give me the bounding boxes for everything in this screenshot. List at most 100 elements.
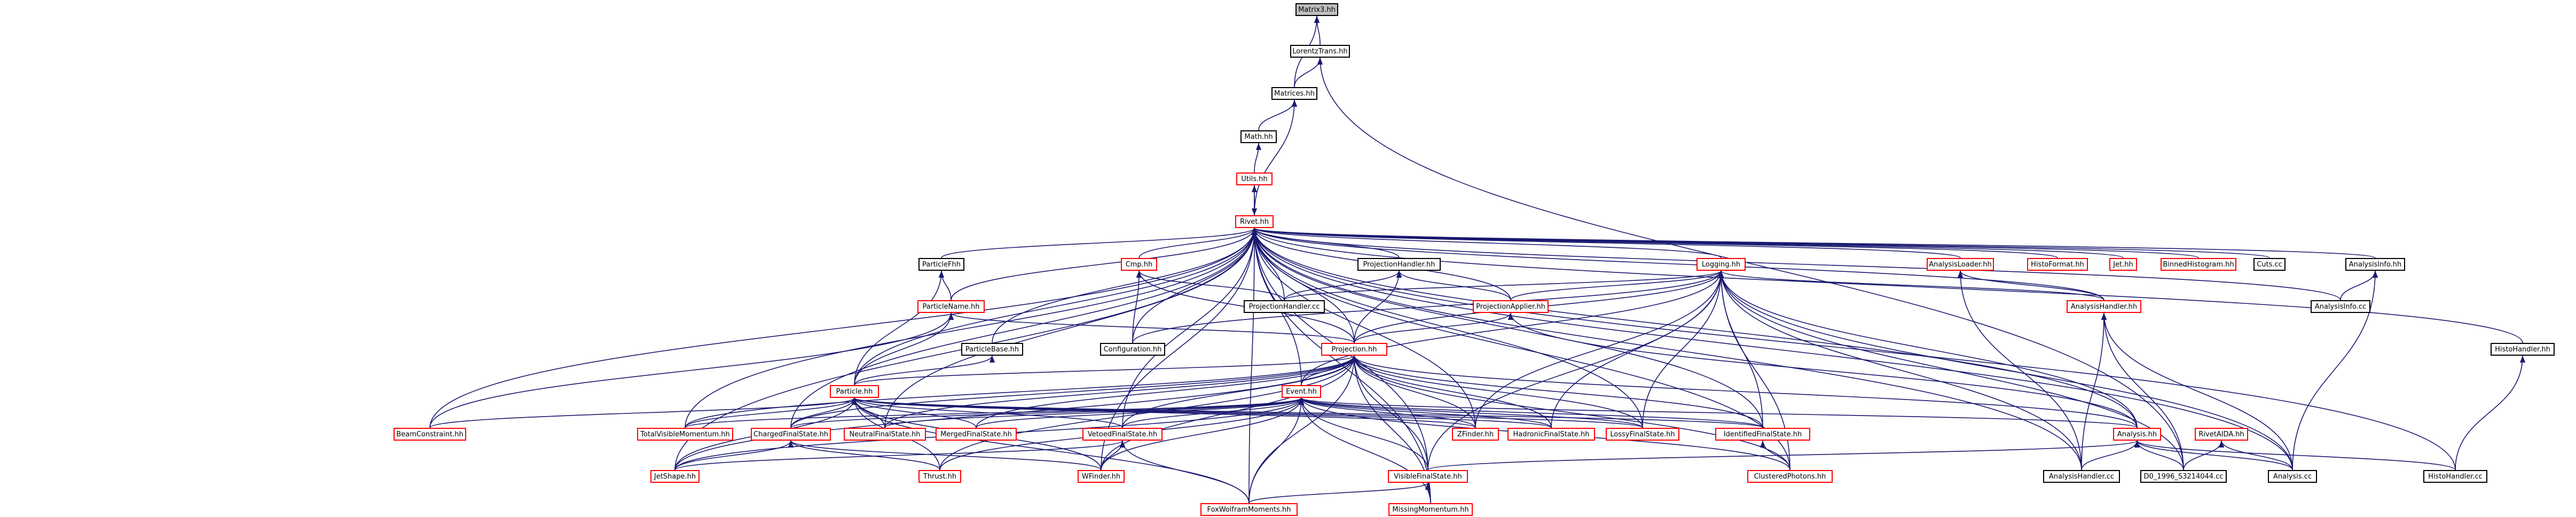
node-logging[interactable]: Logging.hh — [1697, 258, 1746, 271]
node-wfinder[interactable]: WFinder.hh — [1078, 470, 1125, 483]
edge-analysisinfo_cc-to-analysisinfo_hh — [2340, 270, 2378, 301]
edge-lossyfinalstate-to-projection — [1351, 355, 1643, 428]
edge-binnedhistogram-to-rivet — [1252, 228, 2199, 258]
node-analysisloader[interactable]: AnalysisLoader.hh — [1927, 258, 1994, 271]
node-analysisinfo-hh[interactable]: AnalysisInfo.hh — [2345, 258, 2405, 271]
node-configuration[interactable]: Configuration.hh — [1100, 343, 1165, 356]
edge-jetshape-to-chargedfinalstate — [674, 440, 794, 471]
edge-analysis_hh-to-projectionapplier — [1508, 312, 2138, 428]
edge-totalvisiblemomentum-to-event — [685, 397, 1304, 428]
edge-chargedfinalstate-to-projection — [790, 355, 1357, 428]
node-math[interactable]: Math.hh — [1240, 130, 1277, 143]
edge-configuration-to-cmp — [1132, 270, 1142, 343]
node-matrix3: Matrix3.hh — [1295, 3, 1338, 16]
node-zfinder[interactable]: ZFinder.hh — [1452, 428, 1499, 441]
node-matrices[interactable]: Matrices.hh — [1271, 87, 1317, 100]
node-particlename[interactable]: ParticleName.hh — [917, 300, 985, 313]
edge-totalvisiblemomentum-to-rivet — [685, 228, 1258, 428]
edge-foxwolfram-to-event — [1248, 397, 1305, 504]
node-jetshape[interactable]: JetShape.hh — [650, 470, 700, 483]
node-utils[interactable]: Utils.hh — [1236, 173, 1273, 185]
node-projectionapplier[interactable]: ProjectionApplier.hh — [1473, 300, 1549, 313]
edge-logging-to-rivet — [1252, 228, 1722, 258]
node-analysis-cc[interactable]: Analysis.cc — [2268, 470, 2317, 483]
edge-projectionapplier-to-projectionhandler_hh — [1396, 270, 1511, 301]
node-hadronicfinalstate[interactable]: HadronicFinalState.hh — [1507, 428, 1595, 441]
node-lossyfinalstate[interactable]: LossyFinalState.hh — [1606, 428, 1679, 441]
edge-particle-to-projection — [854, 355, 1357, 386]
edge-projection-to-projectionhandler_hh — [1354, 270, 1402, 343]
edge-analysis_cc-to-rivetaida — [2218, 440, 2293, 471]
edge-totalvisiblemomentum-to-projection — [685, 355, 1357, 428]
edge-mergedfinalstate-to-particle — [851, 397, 977, 428]
edge-configuration-to-rivet — [1132, 228, 1258, 343]
node-histohandler-cc[interactable]: HistoHandler.cc — [2423, 470, 2487, 483]
node-totalvisiblemomentum[interactable]: TotalVisibleMomentum.hh — [637, 428, 733, 441]
node-histoformat[interactable]: HistoFormat.hh — [2027, 258, 2088, 271]
node-cuts[interactable]: Cuts.cc — [2253, 258, 2286, 271]
node-cmp[interactable]: Cmp.hh — [1121, 258, 1157, 271]
node-particlebase[interactable]: ParticleBase.hh — [961, 343, 1023, 356]
node-vetoedfinalstate[interactable]: VetoedFinalState.hh — [1082, 428, 1163, 441]
edge-projection-to-projectionapplier — [1354, 312, 1513, 343]
edge-rivet-to-matrices — [1254, 99, 1298, 216]
edge-cmp-to-rivet — [1138, 228, 1258, 258]
edge-projectionapplier-to-logging — [1510, 270, 1724, 301]
node-foxwolfram[interactable]: FoxWolframMoments.hh — [1200, 503, 1298, 516]
edge-wfinder-to-rivet — [1101, 228, 1258, 471]
node-beamconstraint[interactable]: BeamConstraint.hh — [394, 428, 466, 441]
node-projectionhandler-cc[interactable]: ProjectionHandler.cc — [1244, 300, 1325, 313]
edge-hadronicfinalstate-to-event — [1299, 397, 1552, 428]
node-projectionhandler-hh[interactable]: ProjectionHandler.hh — [1357, 258, 1441, 271]
edge-utils-to-math — [1254, 143, 1262, 173]
node-thrust[interactable]: Thrust.hh — [918, 470, 961, 483]
node-particlefhh[interactable]: ParticleFhh — [918, 258, 964, 271]
node-analysisinfo-cc[interactable]: AnalysisInfo.cc — [2311, 300, 2370, 313]
node-event[interactable]: Event.hh — [1282, 385, 1321, 398]
node-particle[interactable]: Particle.hh — [830, 385, 879, 398]
node-mergedfinalstate[interactable]: MergedFinalState.hh — [936, 428, 1017, 441]
node-identifiedfinalstate[interactable]: IdentifiedFinalState.hh — [1715, 428, 1810, 441]
node-rivet[interactable]: Rivet.hh — [1235, 215, 1274, 228]
edge-neutralfinalstate-to-event — [884, 397, 1304, 428]
edge-configuration-to-logging — [1132, 270, 1724, 343]
node-neutralfinalstate[interactable]: NeutralFinalState.hh — [844, 428, 926, 441]
node-analysishandler-hh[interactable]: AnalysisHandler.hh — [2067, 300, 2141, 313]
node-histohandler-hh[interactable]: HistoHandler.hh — [2491, 343, 2555, 356]
edge-projection-to-particlename — [948, 312, 1355, 343]
edge-missingmomentum-to-event — [1298, 397, 1431, 504]
edge-particlename-to-particlefhh — [938, 270, 952, 301]
edge-chargedfinalstate-to-rivet — [790, 228, 1258, 428]
edge-foxwolfram-to-visiblefinalstate — [1248, 482, 1431, 504]
node-analysishandler-cc[interactable]: AnalysisHandler.cc — [2043, 470, 2120, 483]
edge-clusteredphotons-to-projection — [1351, 355, 1790, 471]
edge-analysisinfo_hh-to-rivet — [1252, 228, 2376, 258]
node-clusteredphotons[interactable]: ClusteredPhotons.hh — [1747, 470, 1833, 483]
edge-totalvisiblemomentum-to-particle — [685, 397, 857, 428]
node-analysis-hh[interactable]: Analysis.hh — [2113, 428, 2161, 441]
edge-zfinder-to-event — [1299, 397, 1476, 428]
edge-identifiedfinalstate-to-particle — [852, 397, 1763, 428]
edge-analysishandler_hh-to-logging — [1718, 270, 2104, 301]
edge-hadronicfinalstate-to-projection — [1351, 355, 1552, 428]
node-rivetaida[interactable]: RivetAIDA.hh — [2195, 428, 2248, 441]
edge-d0-to-analysishandler_hh — [2101, 312, 2184, 471]
edge-math-to-matrices — [1258, 99, 1298, 131]
edge-analysisinfo_cc-to-rivet — [1252, 228, 2341, 301]
node-visiblefinalstate[interactable]: VisibleFinalState.hh — [1388, 470, 1468, 483]
edge-visiblefinalstate-to-analysis_hh — [1427, 440, 2140, 471]
edge-particlename-to-rivet — [951, 228, 1258, 301]
node-chargedfinalstate[interactable]: ChargedFinalState.hh — [751, 428, 831, 441]
edge-lossyfinalstate-to-event — [1299, 397, 1643, 428]
node-projection[interactable]: Projection.hh — [1321, 343, 1387, 356]
edge-wfinder-to-event — [1101, 397, 1305, 471]
edge-projectionhandler_cc-to-cmp — [1136, 270, 1285, 301]
edge-analysis_hh-to-rivet — [1251, 228, 2138, 428]
node-d0[interactable]: D0_1996_S3214044.cc — [2140, 470, 2227, 483]
node-binnedhistogram[interactable]: BinnedHistogram.hh — [2161, 258, 2236, 271]
node-jet[interactable]: Jet.hh — [2109, 258, 2137, 271]
edge-thrust-to-chargedfinalstate — [788, 440, 940, 471]
node-missingmomentum[interactable]: MissingMomentum.hh — [1388, 503, 1473, 516]
node-lorentztrans[interactable]: LorentzTrans.hh — [1290, 45, 1350, 58]
